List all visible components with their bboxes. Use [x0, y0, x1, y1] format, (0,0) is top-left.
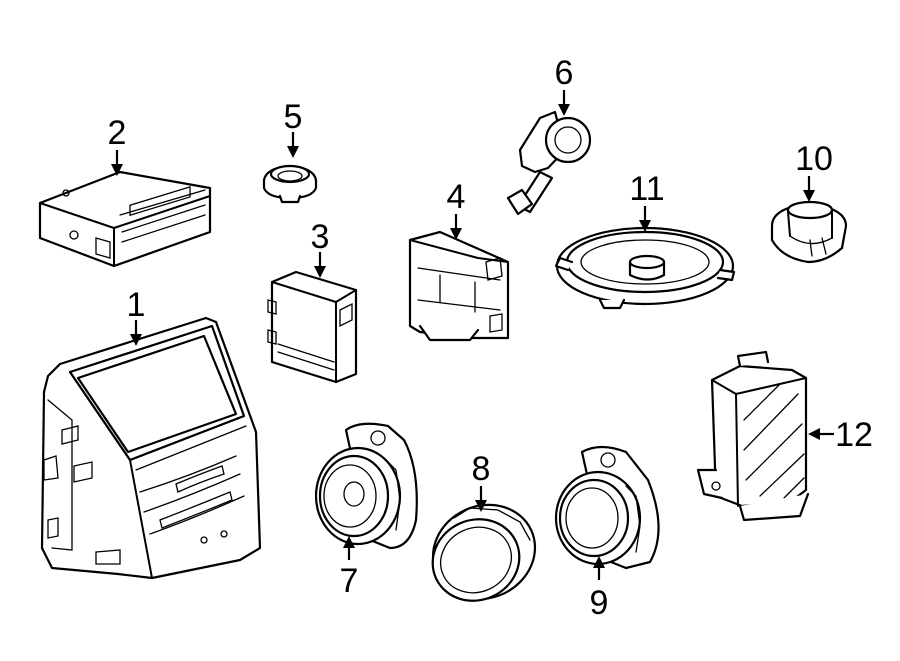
part-5-grommet	[262, 164, 318, 204]
part-10-tweeter	[770, 200, 848, 264]
arrow-head-5	[287, 146, 299, 158]
part-6-sensor	[506, 110, 592, 216]
callout-9: 9	[590, 584, 609, 622]
arrow-head-1	[130, 334, 142, 346]
arrow-head-10	[803, 190, 815, 202]
part-9-speaker	[554, 445, 660, 570]
callout-1: 1	[127, 286, 146, 324]
arrow-head-9	[593, 556, 605, 568]
callout-10: 10	[795, 140, 833, 178]
arrow-head-3	[314, 266, 326, 278]
callout-6: 6	[555, 54, 574, 92]
part-4-bracket	[408, 230, 510, 342]
part-12-amplifier	[696, 350, 810, 522]
callout-labels: 1 2 3 4 5 6 7 8 9 10 11 12	[108, 54, 873, 622]
arrow-head-4	[450, 228, 462, 240]
callout-5: 5	[284, 98, 303, 136]
callout-arrows	[111, 90, 834, 580]
callout-3: 3	[311, 218, 330, 256]
part-3-module	[267, 270, 358, 384]
part-2-radio-receiver	[38, 170, 212, 268]
callout-2: 2	[108, 114, 127, 152]
arrow-head-11	[639, 220, 651, 232]
part-11-speaker-large	[554, 226, 736, 310]
arrow-head-7	[343, 536, 355, 548]
arrow-head-2	[111, 164, 123, 176]
arrow-head-8	[475, 500, 487, 512]
part-7-speaker	[314, 422, 418, 550]
callout-12: 12	[835, 416, 873, 454]
callout-7: 7	[340, 562, 359, 600]
callout-4: 4	[447, 178, 466, 216]
callout-8: 8	[472, 450, 491, 488]
part-8-speaker	[431, 503, 537, 602]
arrow-head-12	[808, 428, 820, 440]
part-1-display-unit	[40, 316, 262, 580]
arrow-head-6	[558, 104, 570, 116]
callout-11: 11	[629, 170, 664, 208]
